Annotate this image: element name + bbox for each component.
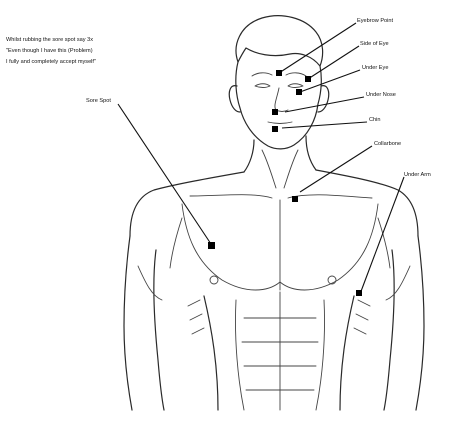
marker-sore-spot	[208, 242, 215, 249]
instruction-caption: Whilst rubbing the sore spot say 3x "Eve…	[6, 37, 96, 65]
leader-eyebrow-point	[279, 23, 356, 73]
leader-under-nose	[285, 97, 364, 112]
marker-under-arm	[356, 290, 362, 296]
label-collarbone: Collarbone	[374, 141, 401, 147]
leader-side-of-eye	[308, 46, 359, 79]
neck	[244, 136, 316, 172]
caption-line-3: I fully and completely accept myself"	[6, 59, 96, 65]
marker-under-eye	[296, 89, 302, 95]
figure-outline	[124, 16, 424, 410]
caption-line-1: Whilst rubbing the sore spot say 3x	[6, 37, 93, 43]
marker-under-nose	[272, 109, 278, 115]
torso-sides	[204, 296, 354, 410]
marker-eyebrow-point	[276, 70, 282, 76]
label-side-of-eye: Side of Eye	[360, 41, 389, 47]
caption-line-2: "Even though I have this (Problem)	[6, 48, 93, 54]
hair	[236, 16, 323, 66]
left-arm	[124, 236, 164, 410]
label-under-eye: Under Eye	[362, 65, 388, 71]
marker-chin	[272, 126, 278, 132]
marker-collarbone	[292, 196, 298, 202]
leader-lines	[118, 23, 404, 294]
label-sore-spot: Sore Spot	[86, 98, 111, 104]
point-labels: Eyebrow Point Side of Eye Under Eye Unde…	[86, 18, 431, 178]
label-under-arm: Under Arm	[404, 172, 431, 178]
marker-side-of-eye	[305, 76, 311, 82]
left-ear	[229, 86, 240, 112]
abdominals	[235, 292, 324, 410]
leader-under-arm	[360, 177, 404, 294]
label-eyebrow-point: Eyebrow Point	[357, 18, 394, 24]
shoulders	[130, 170, 418, 236]
leader-sore-spot	[118, 104, 211, 244]
label-under-nose: Under Nose	[366, 92, 396, 98]
right-arm	[384, 236, 424, 410]
leader-collarbone	[300, 146, 372, 192]
label-chin: Chin	[369, 117, 381, 123]
leader-chin	[282, 122, 367, 128]
